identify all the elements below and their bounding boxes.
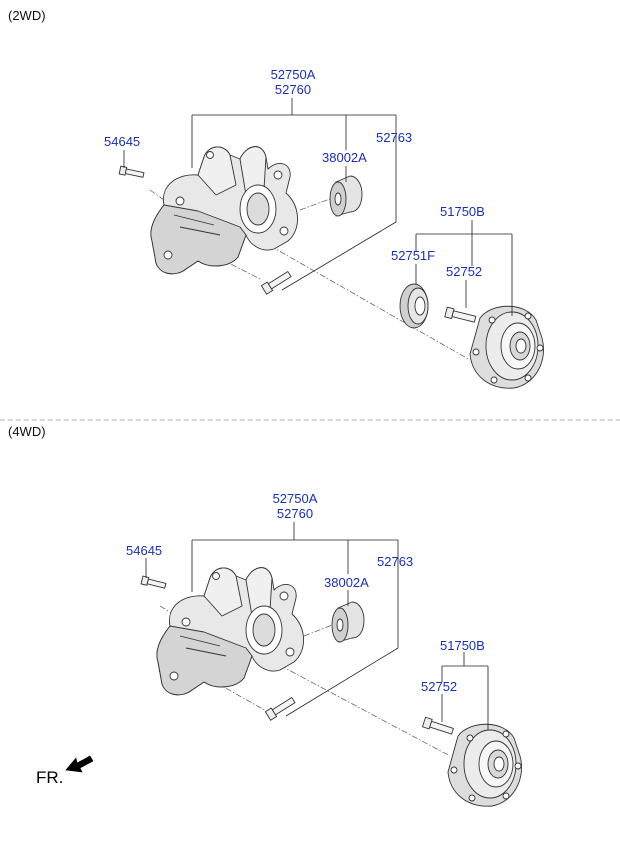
part-label-38002a[interactable]: 38002A xyxy=(322,150,367,165)
assembly-axis-line xyxy=(159,605,451,757)
part-label-51750b[interactable]: 51750B xyxy=(440,638,485,653)
section-label: (2WD) xyxy=(8,8,46,23)
leader-51750b xyxy=(415,220,513,316)
bolt-54645 xyxy=(118,165,145,180)
section-2wd: (2WD) 52750A 52760 54645 38002A 52763 51… xyxy=(8,8,544,389)
steering-knuckle xyxy=(156,567,305,696)
hub-bearing-51750b xyxy=(447,723,522,807)
leader-52750a xyxy=(191,522,399,717)
part-label-52763[interactable]: 52763 xyxy=(377,554,413,569)
bolt-52763 xyxy=(260,269,293,295)
bushing-axis-line xyxy=(299,195,339,211)
hub-bolt-52752 xyxy=(422,716,455,737)
bolt-52763 xyxy=(264,695,297,721)
dust-cover-52751f xyxy=(399,283,429,329)
part-label-52750a[interactable]: 52750A xyxy=(273,491,318,506)
hub-bearing-51750b xyxy=(469,305,544,389)
leader-51750b xyxy=(441,652,489,730)
part-label-38002a[interactable]: 38002A xyxy=(324,575,369,590)
part-label-52763[interactable]: 52763 xyxy=(376,130,412,145)
bolt-54645 xyxy=(140,575,167,591)
hub-bolt-52752 xyxy=(444,306,477,325)
bushing-38002a xyxy=(331,601,365,643)
part-label-54645[interactable]: 54645 xyxy=(104,134,140,149)
part-label-52760[interactable]: 52760 xyxy=(275,82,311,97)
leader-52750a xyxy=(191,98,397,291)
section-4wd: (4WD) 52750A 52760 54645 38002A 52763 51… xyxy=(8,424,522,807)
steering-knuckle xyxy=(150,146,299,275)
direction-label: FR. xyxy=(36,768,63,787)
part-label-51750b[interactable]: 51750B xyxy=(440,204,485,219)
part-label-52752[interactable]: 52752 xyxy=(421,679,457,694)
part-label-52760[interactable]: 52760 xyxy=(277,506,313,521)
part-label-54645[interactable]: 54645 xyxy=(126,543,162,558)
part-label-52752[interactable]: 52752 xyxy=(446,264,482,279)
section-label: (4WD) xyxy=(8,424,46,439)
part-label-52751f[interactable]: 52751F xyxy=(391,248,435,263)
direction-arrow-icon xyxy=(65,755,94,773)
part-label-52750a[interactable]: 52750A xyxy=(271,67,316,82)
